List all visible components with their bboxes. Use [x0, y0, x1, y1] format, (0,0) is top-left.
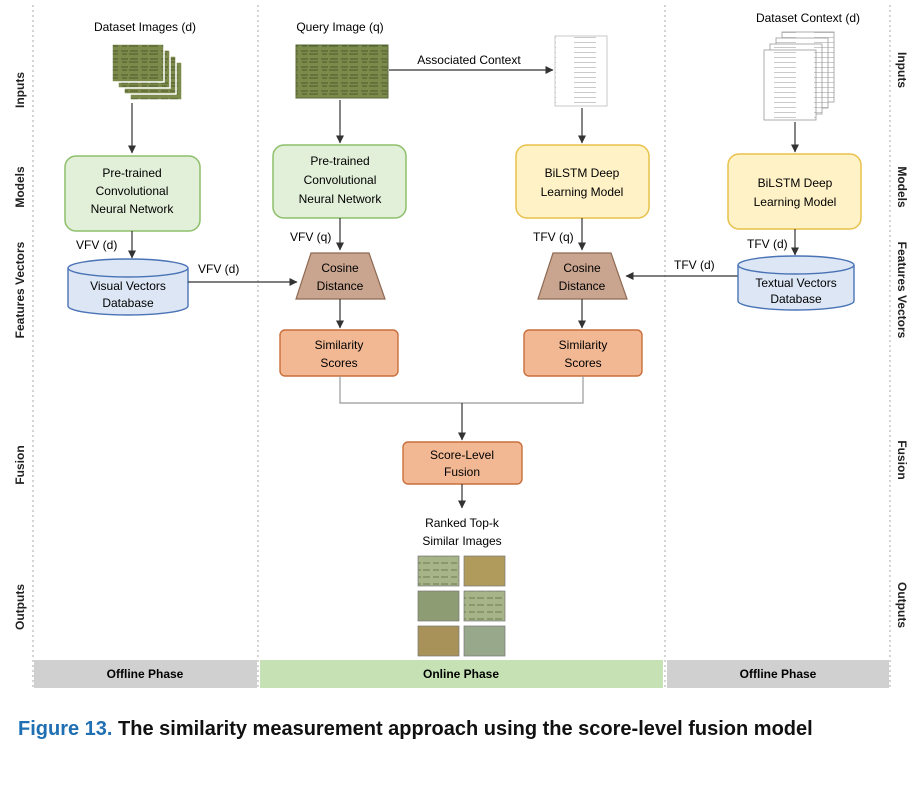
fusion-line-2: Fusion [444, 465, 480, 479]
phase-label-offline-left: Offline Phase [107, 667, 184, 681]
row-label-outputs-right: Outputs [895, 582, 909, 628]
caption-text: The similarity measurement approach usin… [118, 718, 813, 740]
row-label-features-vectors: Features Vectors [13, 241, 27, 338]
score-level-fusion-box: Score-Level Fusion [402, 441, 523, 485]
phase-bars: Offline Phase Online Phase Offline Phase [34, 660, 889, 688]
ranked-output-images [417, 555, 506, 657]
column-separators [32, 5, 891, 690]
vfv-d-right-label: VFV (d) [198, 262, 239, 276]
cosine-distance-left: Cosine Distance [295, 252, 386, 300]
fusion-diagram: Inputs Models Features Vectors Fusion Ou… [13, 5, 909, 690]
figure-caption: Figure 13. The similarity measurement ap… [18, 712, 908, 746]
bilstm-center-box: BiLSTM Deep Learning Model [515, 144, 650, 219]
figure-label: Figure 13. [18, 718, 113, 740]
row-label-inputs: Inputs [13, 72, 27, 108]
scores-left-line-1: Similarity [315, 338, 364, 352]
visual-vectors-database: Visual Vectors Database [67, 258, 189, 316]
row-labels-left: Inputs Models Features Vectors Fusion Ou… [13, 72, 27, 630]
visual-db-line-2: Database [102, 296, 154, 310]
cnn-left-line-2: Convolutional [96, 184, 169, 198]
textual-db-line-2: Database [770, 292, 822, 306]
result-thumbnail [417, 625, 460, 657]
scores-left-line-2: Scores [320, 356, 357, 370]
phase-bar-offline-left [34, 660, 257, 688]
dataset-images-stack [111, 43, 183, 101]
associated-context-label: Associated Context [417, 53, 521, 67]
vfv-q-label: VFV (q) [290, 230, 331, 244]
visual-db-line-1: Visual Vectors [90, 279, 166, 293]
row-label-inputs-right: Inputs [895, 52, 909, 88]
row-label-models: Models [13, 166, 27, 208]
result-thumbnail [463, 555, 506, 587]
row-labels-right: Inputs Models Features Vectors Fusion Ou… [895, 52, 909, 628]
row-label-features-vectors-right: Features Vectors [895, 242, 909, 339]
query-image-label: Query Image (q) [296, 20, 383, 34]
fusion-line-1: Score-Level [430, 448, 494, 462]
result-thumbnail [463, 590, 506, 622]
tfv-q-label: TFV (q) [533, 230, 574, 244]
row-label-fusion-right: Fusion [895, 440, 909, 479]
dataset-images-label: Dataset Images (d) [94, 20, 196, 34]
bilstm-center-line-2: Learning Model [541, 185, 624, 199]
cosine-left-line-2: Distance [317, 279, 364, 293]
row-label-outputs: Outputs [13, 584, 27, 630]
bilstm-right-line-2: Learning Model [754, 195, 837, 209]
scores-merge-connector [339, 376, 584, 441]
query-image [295, 44, 389, 99]
result-thumbnail [463, 625, 506, 657]
bilstm-center-line-1: BiLSTM Deep [545, 166, 620, 180]
ranked-line-2: Similar Images [422, 534, 501, 548]
phase-label-online: Online Phase [423, 667, 499, 681]
cosine-left-line-1: Cosine [321, 261, 359, 275]
row-label-models-right: Models [895, 166, 909, 208]
result-thumbnail [417, 555, 460, 587]
cnn-center-line-1: Pre-trained [310, 154, 369, 168]
cnn-center-box: Pre-trained Convolutional Neural Network [272, 144, 407, 219]
cnn-center-line-2: Convolutional [304, 173, 377, 187]
cnn-left-line-1: Pre-trained [102, 166, 161, 180]
tfv-d-down-label: TFV (d) [747, 237, 788, 251]
dataset-context-label: Dataset Context (d) [756, 11, 860, 25]
dataset-context-stack [763, 31, 835, 121]
textual-db-line-1: Textual Vectors [755, 276, 836, 290]
ranked-line-1: Ranked Top-k [425, 516, 500, 530]
associated-context-document [554, 35, 608, 107]
bilstm-right-line-1: BiLSTM Deep [758, 176, 833, 190]
similarity-scores-right: Similarity Scores [523, 329, 643, 377]
cnn-left-box: Pre-trained Convolutional Neural Network [64, 155, 201, 232]
tfv-d-left-label: TFV (d) [674, 258, 715, 272]
bilstm-right-box: BiLSTM Deep Learning Model [727, 153, 862, 230]
row-label-fusion: Fusion [13, 445, 27, 484]
cosine-distance-right: Cosine Distance [537, 252, 628, 300]
scores-right-line-1: Similarity [559, 338, 608, 352]
cosine-right-line-2: Distance [559, 279, 606, 293]
vfv-d-down-label: VFV (d) [76, 238, 117, 252]
textual-vectors-database: Textual Vectors Database [737, 255, 855, 311]
cnn-left-line-3: Neural Network [91, 202, 175, 216]
similarity-scores-left: Similarity Scores [279, 329, 399, 377]
cnn-center-line-3: Neural Network [299, 192, 383, 206]
result-thumbnail [417, 590, 460, 622]
phase-label-offline-right: Offline Phase [740, 667, 817, 681]
phase-bar-online [260, 660, 663, 688]
cosine-right-line-1: Cosine [563, 261, 601, 275]
phase-bar-offline-right [667, 660, 889, 688]
scores-right-line-2: Scores [564, 356, 601, 370]
